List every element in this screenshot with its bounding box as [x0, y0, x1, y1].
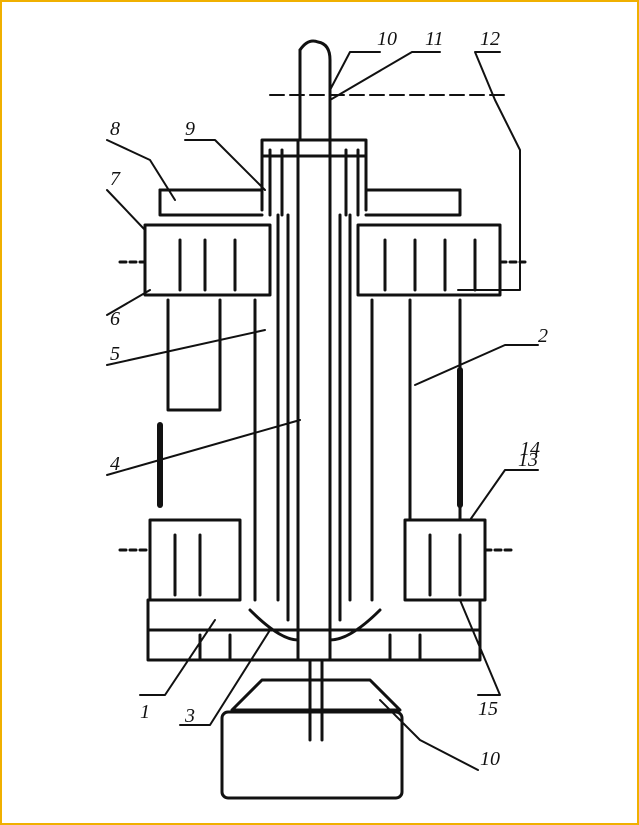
label-1: 1 — [140, 701, 150, 723]
base-plate — [146, 598, 482, 662]
lower-bearing-housing — [118, 518, 514, 602]
label-8: 8 — [110, 118, 120, 140]
central-shaft — [296, 39, 332, 742]
label-11: 11 — [425, 28, 444, 50]
label-5: 5 — [110, 343, 120, 365]
label-9: 9 — [185, 118, 195, 140]
label-2: 2 — [538, 325, 548, 347]
label-3: 3 — [184, 705, 195, 727]
label-10-bottom: 10 — [480, 748, 500, 770]
winding — [157, 367, 463, 508]
label-12: 12 — [480, 28, 500, 50]
bottom-foot — [220, 678, 404, 800]
label-6: 6 — [110, 308, 120, 330]
leader-lines — [106, 51, 539, 771]
outer-casing — [166, 298, 462, 522]
label-14: 14 — [520, 438, 540, 460]
inner-sleeves — [253, 213, 374, 622]
label-13: 13 — [518, 449, 538, 471]
upper-bearing-housing — [118, 223, 527, 297]
label-4: 4 — [110, 453, 120, 475]
top-cover — [158, 138, 462, 217]
label-7: 7 — [110, 168, 121, 190]
label-15: 15 — [478, 698, 498, 720]
label-10-top: 10 — [377, 28, 397, 50]
